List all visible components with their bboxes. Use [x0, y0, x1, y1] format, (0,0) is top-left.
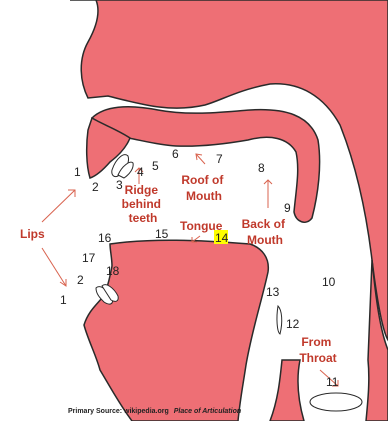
source-caption: Primary Source: wikipedia.org Place of A…	[68, 408, 241, 415]
label-throat-line1: From	[301, 335, 331, 349]
number-17: 17	[82, 251, 96, 265]
number-18: 18	[106, 264, 120, 278]
label-ridge-line1: Ridge	[125, 183, 159, 197]
number-2-upper: 2	[92, 180, 99, 194]
label-roof-line2: Mouth	[186, 189, 222, 203]
number-14: 14	[215, 231, 229, 245]
lips-upper-arrow	[42, 190, 75, 222]
source-title: Place of Articulation	[174, 408, 241, 415]
lips-lower-arrowhead	[60, 279, 66, 286]
lips-lower-arrow	[42, 248, 66, 286]
number-11: 11	[326, 375, 339, 389]
vocal-folds-icon	[310, 393, 362, 411]
label-ridge-line2: behind	[122, 197, 161, 211]
number-15: 15	[155, 227, 169, 241]
label-back: Back of Mouth	[242, 217, 289, 247]
number-7: 7	[216, 152, 223, 166]
number-1-lower: 1	[60, 293, 67, 307]
label-throat: From Throat	[299, 335, 336, 365]
label-roof-line1: Roof of	[181, 173, 224, 187]
label-back-line2: Mouth	[247, 233, 283, 247]
number-4: 4	[137, 165, 144, 179]
number-8: 8	[258, 161, 265, 175]
number-5: 5	[152, 159, 159, 173]
label-throat-line2: Throat	[299, 351, 336, 365]
number-12: 12	[286, 317, 300, 331]
label-roof: Roof of Mouth	[181, 173, 226, 203]
number-6: 6	[172, 147, 179, 161]
number-9: 9	[284, 201, 291, 215]
number-3: 3	[116, 178, 123, 192]
label-ridge: Ridge behind teeth	[122, 183, 165, 225]
number-1-upper: 1	[74, 165, 81, 179]
number-13: 13	[266, 285, 280, 299]
label-ridge-line3: teeth	[129, 211, 158, 225]
epiglottis-icon	[277, 306, 282, 334]
number-16: 16	[98, 231, 112, 245]
source-prefix: Primary Source: wikipedia.org	[68, 408, 169, 415]
number-2-lower: 2	[77, 273, 84, 287]
larynx-shape	[270, 360, 304, 421]
label-lips: Lips	[20, 227, 45, 241]
number-10: 10	[322, 275, 336, 289]
roof-arrow	[196, 154, 205, 164]
label-back-line1: Back of	[242, 217, 286, 231]
